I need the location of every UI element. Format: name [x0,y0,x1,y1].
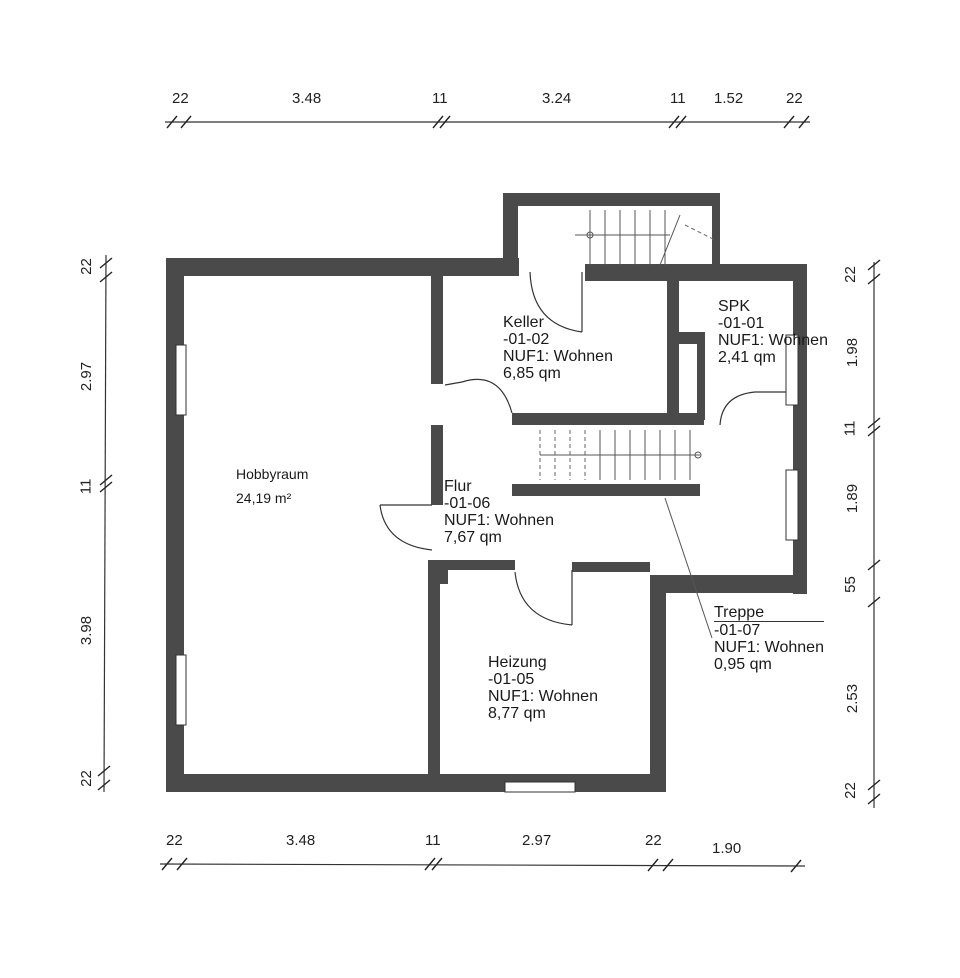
room-area: 7,67 qm [444,529,502,546]
dim-left-4: 3.98 [78,615,96,646]
dim-right-5: 55 [841,576,859,593]
room-hobbyraum: Hobbyraum 24,19 m² [236,466,308,506]
dim-right-3: 11 [841,420,859,437]
doors [379,271,786,626]
dim-left-3: 11 [77,478,95,495]
room-name: Flur [444,478,472,495]
dim-bottom-4: 2.97 [522,832,552,849]
room-use: NUF1: Wohnen [714,639,824,656]
dim-bottom-1: 22 [166,832,183,849]
room-code: -01-07 [714,621,824,639]
dim-top-7: 22 [786,90,803,107]
room-keller: Keller -01-02 NUF1: Wohnen 6,85 qm [503,314,613,382]
room-area: 6,85 qm [503,365,561,382]
dim-right-6: 2.53 [844,683,862,714]
room-area: 2,41 qm [718,349,776,366]
room-heizung: Heizung -01-05 NUF1: Wohnen 8,77 qm [488,654,598,722]
room-code: -01-05 [488,671,535,688]
room-spk: SPK -01-01 NUF1: Wohnen 2,41 qm [718,298,828,366]
dimension-bottom [159,857,806,873]
room-name: Keller [503,314,544,331]
dim-top-6: 1.52 [714,90,744,107]
dim-bottom-5: 22 [645,832,662,849]
room-flur: Flur -01-06 NUF1: Wohnen 7,67 qm [444,478,554,546]
windows [175,334,799,793]
dim-top-5: 11 [670,90,686,107]
room-treppe: Treppe -01-07 NUF1: Wohnen 0,95 qm [714,604,824,673]
room-use: NUF1: Wohnen [488,688,598,705]
dim-right-1: 22 [841,266,859,283]
dim-top-2: 3.48 [292,90,322,107]
dim-right-2: 1.98 [844,337,862,368]
room-name: Hobbyraum [236,466,309,482]
dim-bottom-3: 11 [425,832,441,849]
stairs [539,210,716,639]
dimension-left [97,254,113,793]
dim-bottom-2: 3.48 [286,832,316,849]
dimension-top [165,115,810,129]
dim-top-4: 3.24 [542,90,572,107]
dim-top-3: 11 [432,90,448,107]
dim-right-7: 22 [841,782,859,799]
room-use: NUF1: Wohnen [503,348,613,365]
room-name: Treppe [714,604,765,621]
dim-left-1: 22 [77,258,95,275]
room-name: Heizung [488,654,547,671]
dim-top-1: 22 [172,90,189,107]
dim-right-4: 1.89 [844,483,862,514]
room-code: -01-02 [503,331,550,348]
room-code: -01-06 [444,495,491,512]
dimension-right [867,259,881,808]
room-area: 24,19 m² [236,490,292,506]
dim-left-2: 2.97 [78,361,96,392]
room-name: SPK [718,298,751,315]
room-area: 8,77 qm [488,705,546,722]
dim-left-5: 22 [77,770,95,787]
dim-bottom-6: 1.90 [712,840,742,857]
room-use: NUF1: Wohnen [444,512,554,529]
room-area: 0,95 qm [714,656,772,673]
room-code: -01-01 [718,315,765,332]
room-use: NUF1: Wohnen [718,332,828,349]
